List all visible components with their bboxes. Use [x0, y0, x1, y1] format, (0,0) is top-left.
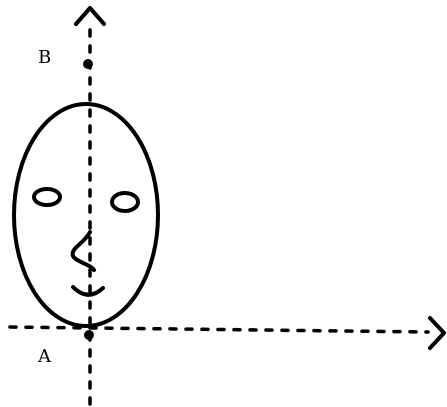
horizontal-axis — [8, 325, 430, 334]
horizontal-axis-arrowhead — [428, 316, 446, 350]
vertical-axis-arrowhead — [74, 6, 106, 26]
mouth — [71, 285, 105, 297]
point-b-dot — [83, 59, 93, 69]
point-a-dot — [84, 330, 94, 340]
face-outline — [12, 102, 160, 328]
nose — [70, 230, 96, 272]
point-b-label: B — [38, 47, 51, 68]
right-eye — [110, 191, 140, 213]
left-eye — [32, 187, 62, 207]
point-a-label: A — [37, 346, 52, 367]
